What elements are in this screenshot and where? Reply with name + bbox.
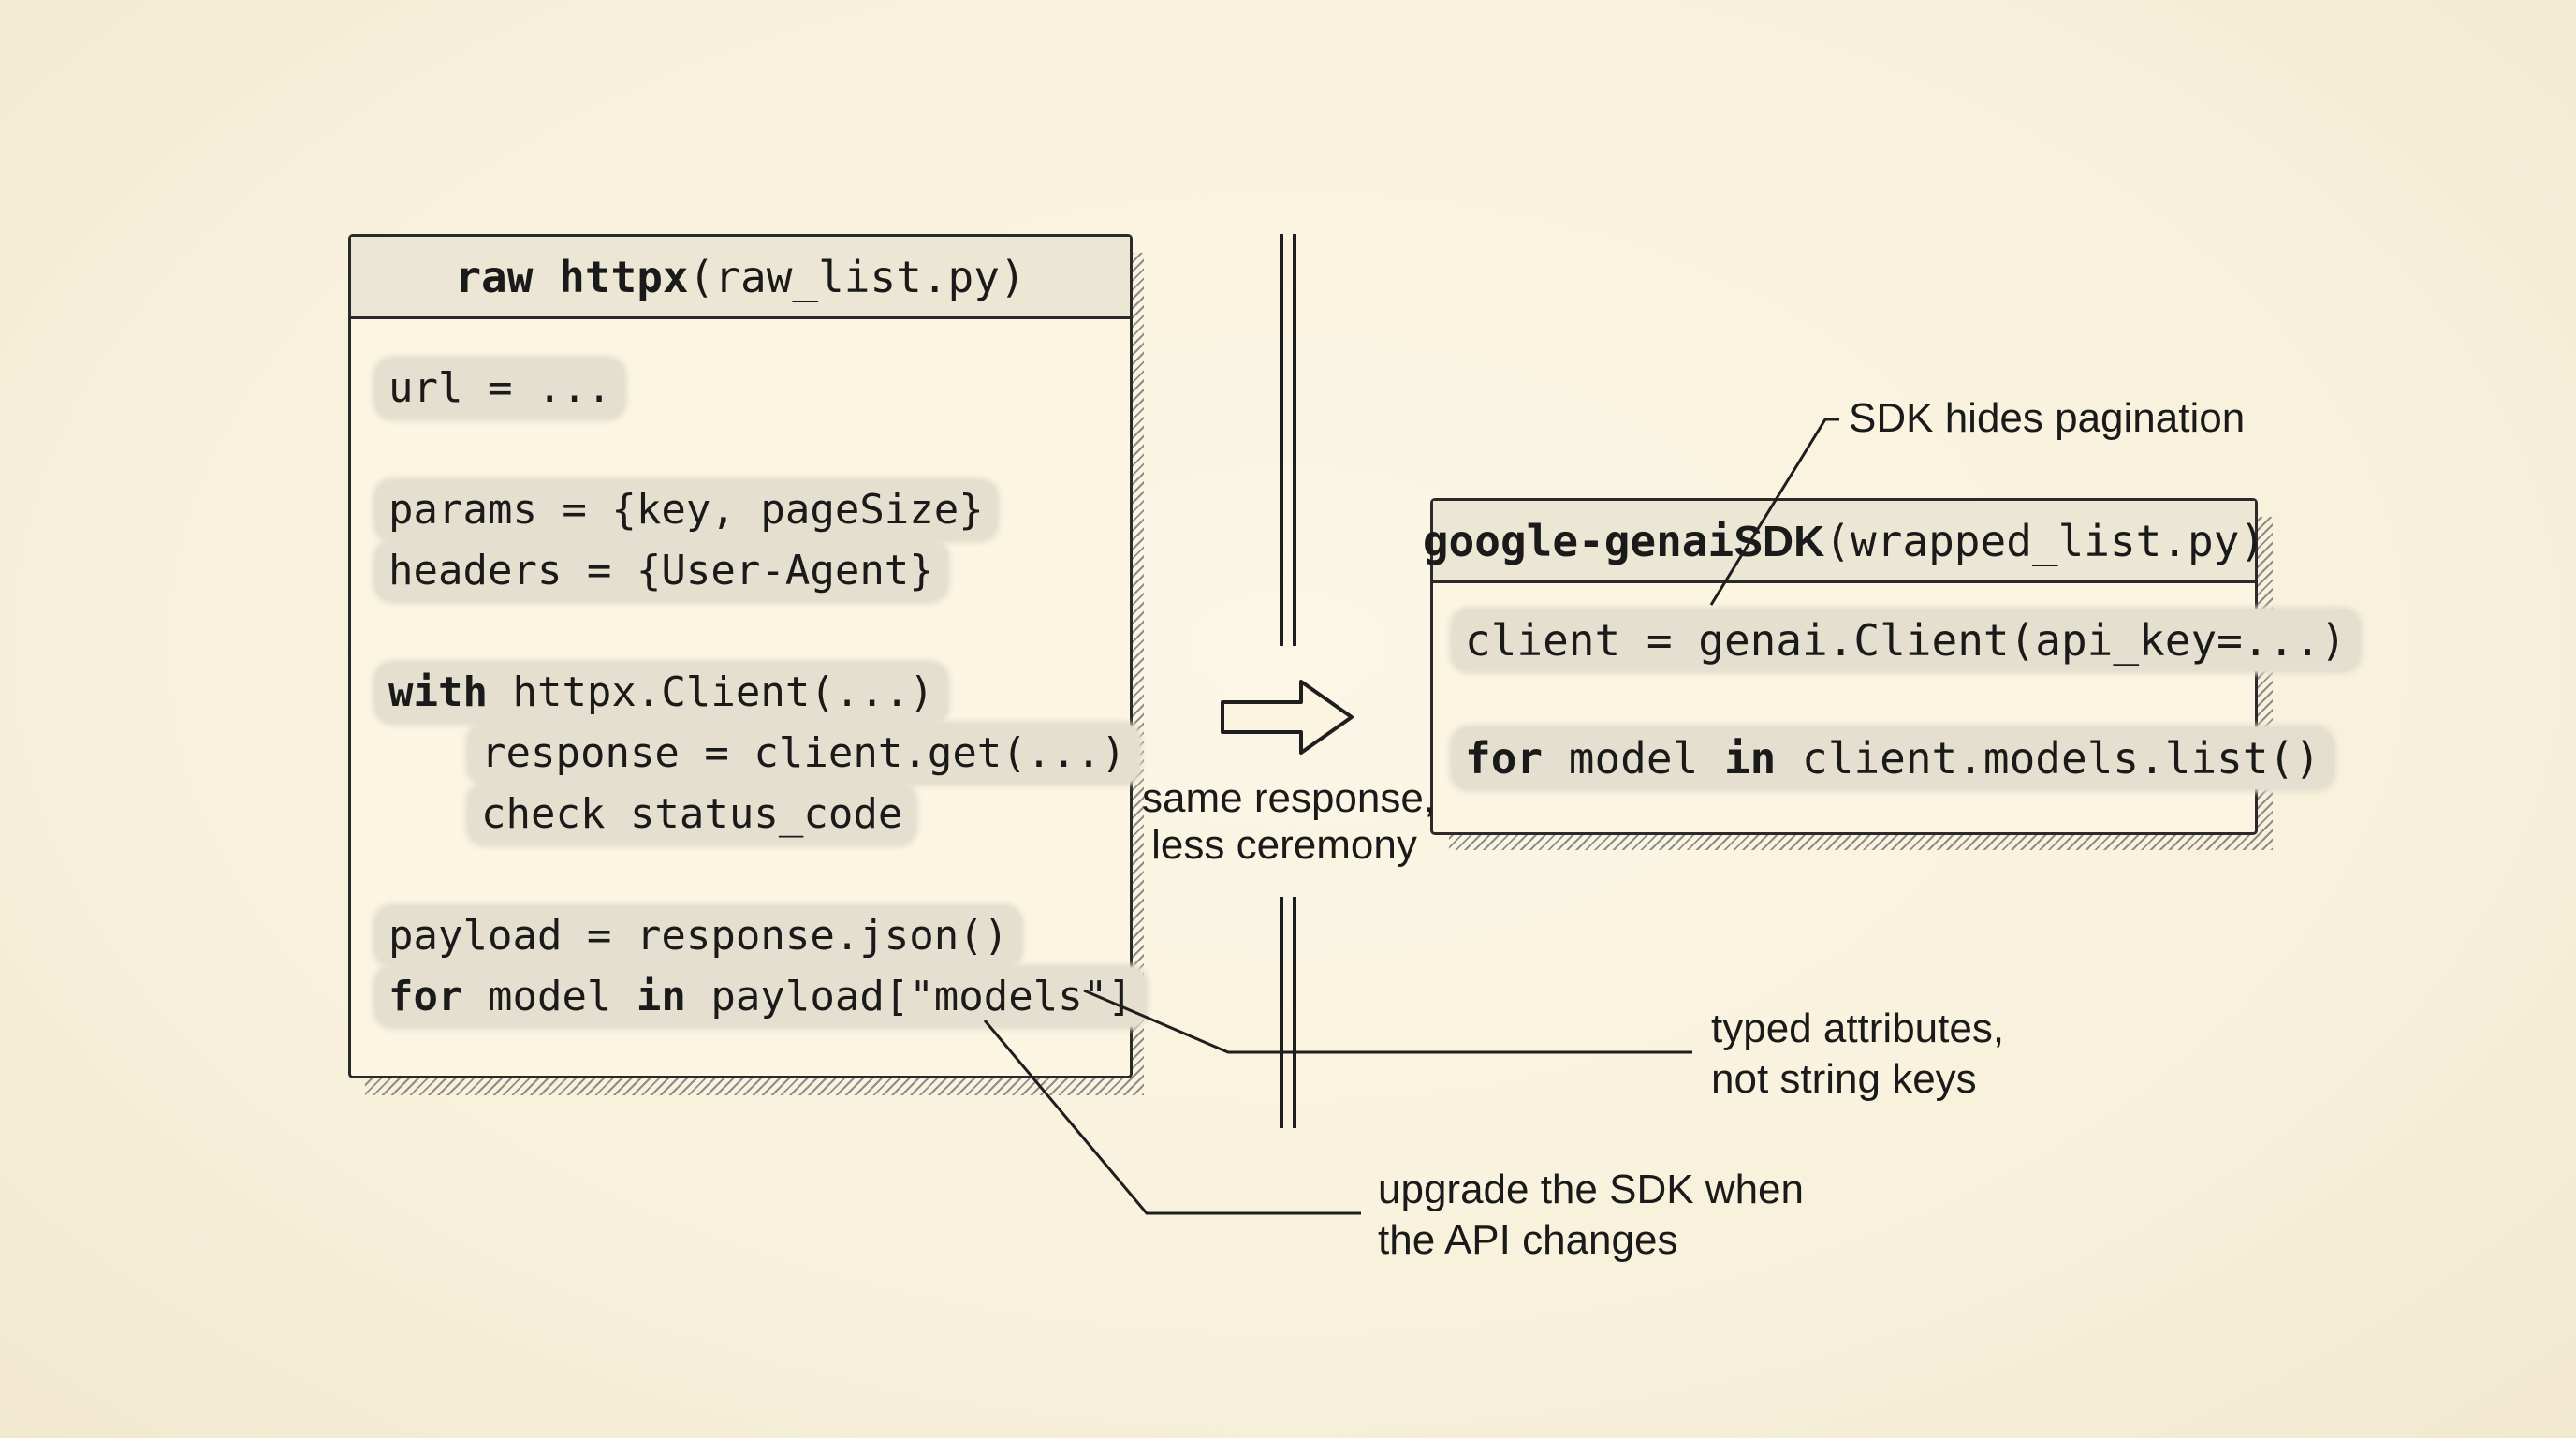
left-panel-title-bold: raw httpx: [455, 251, 689, 302]
typed-attributes-leader-line: [1083, 989, 1692, 1054]
code-line-payload: payload = response.json(): [375, 906, 1022, 966]
divider-double-line: [1280, 234, 1296, 1128]
pagination-leader-line: [1709, 418, 1839, 606]
center-note: same response, less ceremony: [1142, 775, 1436, 869]
annotation-typed-attributes: typed attributes, not string keys: [1711, 1005, 2005, 1102]
upgrade-sdk-leader-line: [983, 1020, 1361, 1215]
code-line-check: check status_code: [468, 785, 916, 844]
left-panel-header: raw httpx (raw_list.py): [351, 237, 1130, 319]
right-panel-header: google-genai SDK (wrapped_list.py): [1423, 501, 2265, 583]
annotation-upgrade-sdk: upgrade the SDK when the API changes: [1378, 1167, 1804, 1263]
code-line-url: url = ...: [375, 359, 625, 418]
code-line-with: with httpx.Client(...): [375, 663, 947, 723]
code-line-client: client = genai.Client(api_key=...): [1452, 609, 2360, 671]
code-line-headers: headers = {User-Agent}: [375, 541, 947, 601]
code-line-for-payload: for model in payload["models"]: [375, 967, 1146, 1027]
right-panel-title-sdk: SDK: [1734, 516, 1825, 565]
center-note-line2: less ceremony: [1151, 822, 1417, 868]
code-line-for-client: for model in client.models.list(): [1452, 727, 2334, 789]
code-line-params: params = {key, pageSize}: [375, 480, 997, 540]
code-line-response: response = client.get(...): [468, 724, 1139, 784]
right-panel-title-bold: google-genai: [1422, 515, 1734, 566]
left-panel-title-rest: (raw_list.py): [688, 251, 1026, 302]
right-arrow-icon: [1221, 680, 1354, 755]
left-code-panel: raw httpx (raw_list.py) url = ... params…: [348, 234, 1146, 1078]
annotation-pagination: SDK hides pagination: [1849, 395, 2246, 441]
right-panel-title-rest: (wrapped_list.py): [1824, 515, 2266, 566]
center-note-line1: same response,: [1142, 775, 1436, 821]
right-code-panel: google-genai SDK (wrapped_list.py) clien…: [1423, 498, 2360, 835]
